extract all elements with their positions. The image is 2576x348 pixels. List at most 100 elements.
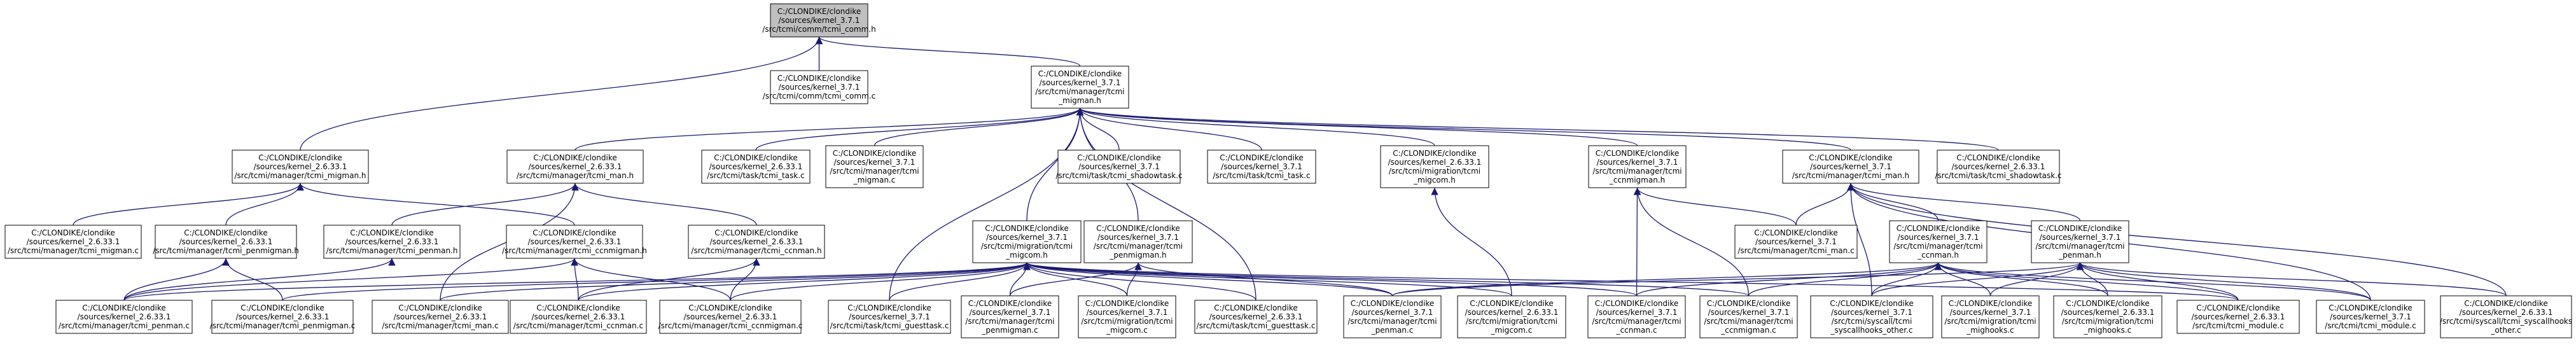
node-penman_h_2633[interactable]: C:/CLONDIKE/clondike/sources/kernel_2.6.… (323, 225, 461, 259)
node-label-line: _penmigman.c (981, 326, 1038, 335)
edge-ccnmigman_c_2633-to-migcom_h_371 (730, 262, 1031, 301)
node-migman_h_2633[interactable]: C:/CLONDIKE/clondike/sources/kernel_2.6.… (232, 150, 369, 184)
node-task_c_2633[interactable]: C:/CLONDIKE/clondike/sources/kernel_2.6.… (701, 150, 811, 184)
node-migcom_c_2633[interactable]: C:/CLONDIKE/clondike/sources/kernel_2.6.… (1457, 295, 1566, 338)
node-label-line: /sources/kernel_2.6.33.1 (2192, 312, 2285, 321)
edge-penman_c_371-to-penmigman_h_371 (1134, 262, 1393, 296)
node-label-line: _syscallhooks_other.c (1830, 326, 1913, 335)
node-label-line: /sources/kernel_3.7.1 (779, 16, 860, 25)
edge-module_c_2633-to-ccnman_h_371 (1934, 262, 2239, 301)
node-label-line: /sources/kernel_3.7.1 (2330, 312, 2411, 321)
node-label-line: C:/CLONDIKE/clondike (1595, 299, 1679, 308)
edge-penman_h_371-to-man_h_371 (1847, 183, 2081, 221)
node-migcom_c_371[interactable]: C:/CLONDIKE/clondike/sources/kernel_3.7.… (1078, 295, 1176, 338)
node-box (1810, 295, 1933, 338)
node-label-line: /sources/kernel_3.7.1 (1950, 308, 2031, 317)
node-migman_c_2633[interactable]: C:/CLONDIKE/clondike/sources/kernel_2.6.… (4, 225, 142, 259)
nodes-layer: C:/CLONDIKE/clondike/sources/kernel_3.7.… (4, 3, 2572, 338)
edge-syscallhooks_other_c_2633-to-man_h_371 (1847, 183, 2507, 296)
node-label-line: /sources/kernel_2.6.33.1 (684, 312, 777, 321)
node-label-line: C:/CLONDIKE/clondike (777, 74, 861, 83)
node-guesttask_c_371[interactable]: C:/CLONDIKE/clondike/sources/kernel_3.7.… (828, 300, 951, 334)
node-module_c_371[interactable]: C:/CLONDIKE/clondike/sources/kernel_3.7.… (2316, 300, 2425, 334)
node-label-line: /sources/kernel_3.7.1 (1755, 237, 1837, 246)
node-label-line: _migman.h (1058, 96, 1101, 105)
edge-ccnman_h_2633-to-man_h_2633 (571, 183, 757, 226)
node-box (2031, 220, 2129, 263)
node-label-line: /sources/kernel_3.7.1 (1221, 162, 1302, 171)
node-migcom_h_371[interactable]: C:/CLONDIKE/clondike/sources/kernel_3.7.… (972, 220, 1082, 263)
node-label-line: C:/CLONDIKE/clondike (688, 303, 772, 312)
edge-guesttask_c_2633-to-migman_h_371 (1076, 108, 1257, 301)
node-mighooks_c_2633[interactable]: C:/CLONDIKE/clondike/sources/kernel_2.6.… (2053, 295, 2162, 338)
node-label-line: _ccnman.h (1917, 251, 1959, 260)
node-ccnman_c_2633[interactable]: C:/CLONDIKE/clondike/sources/kernel_2.6.… (510, 300, 647, 334)
node-label-line: C:/CLONDIKE/clondike (31, 228, 115, 237)
node-syscallhooks_other_c_371[interactable]: C:/CLONDIKE/clondike/sources/kernel_3.7.… (1810, 295, 1933, 338)
node-box (1031, 66, 1129, 109)
node-guesttask_c_2633[interactable]: C:/CLONDIKE/clondike/sources/kernel_2.6.… (1194, 300, 1318, 334)
node-penman_h_371[interactable]: C:/CLONDIKE/clondike/sources/kernel_3.7.… (2031, 220, 2129, 263)
node-migman_h_371[interactable]: C:/CLONDIKE/clondike/sources/kernel_3.7.… (1031, 66, 1129, 109)
node-label-line: /sources/kernel_2.6.33.1 (710, 237, 804, 246)
node-shadowtask_c_2633[interactable]: C:/CLONDIKE/clondike/sources/kernel_2.6.… (1935, 150, 2062, 184)
node-label-line: /sources/kernel_2.6.33.1 (532, 312, 625, 321)
node-label-line: /sources/kernel_3.7.1 (1898, 233, 1979, 242)
node-ccnmigman_c_371[interactable]: C:/CLONDIKE/clondike/sources/kernel_3.7.… (1699, 295, 1798, 338)
node-label-line: C:/CLONDIKE/clondike (533, 228, 616, 237)
node-label-line: C:/CLONDIKE/clondike (1214, 303, 1298, 312)
node-penmigman_h_2633[interactable]: C:/CLONDIKE/clondike/sources/kernel_2.6.… (153, 225, 299, 259)
node-label-line: _penmigman.h (1109, 251, 1166, 260)
node-box (1937, 150, 2060, 184)
node-ccnman_h_2633[interactable]: C:/CLONDIKE/clondike/sources/kernel_2.6.… (688, 225, 825, 259)
node-label-line: /src/tcmi/manager/tcmi_man.c (382, 321, 498, 330)
node-label-line: C:/CLONDIKE/clondike (1393, 149, 1477, 158)
edge-task_c_371-to-migman_h_371 (1076, 108, 1262, 151)
node-penmigman_c_371[interactable]: C:/CLONDIKE/clondike/sources/kernel_3.7.… (961, 295, 1059, 338)
node-label-line: C:/CLONDIKE/clondike (1596, 149, 1680, 158)
edge-module_c_371-to-penman_h_371 (2076, 262, 2371, 301)
node-label-line: /sources/kernel_3.7.1 (1831, 308, 1912, 317)
node-ccnmigman_h_371[interactable]: C:/CLONDIKE/clondike/sources/kernel_3.7.… (1588, 145, 1687, 188)
node-box (211, 300, 354, 334)
node-label-line: /src/tcmi/manager/tcmi (830, 167, 919, 176)
node-ccnmigman_h_2633[interactable]: C:/CLONDIKE/clondike/sources/kernel_2.6.… (502, 225, 647, 259)
node-box (1343, 295, 1442, 338)
node-label-line: C:/CLONDIKE/clondike (1470, 299, 1554, 308)
node-ccnman_c_371[interactable]: C:/CLONDIKE/clondike/sources/kernel_3.7.… (1587, 295, 1686, 338)
node-penman_c_2633[interactable]: C:/CLONDIKE/clondike/sources/kernel_2.6.… (55, 300, 193, 334)
node-label-line: C:/CLONDIKE/clondike (1220, 153, 1304, 162)
node-mighooks_c_371[interactable]: C:/CLONDIKE/clondike/sources/kernel_3.7.… (1941, 295, 2040, 338)
node-ccnman_h_371[interactable]: C:/CLONDIKE/clondike/sources/kernel_3.7.… (1889, 220, 1988, 263)
node-penman_c_371[interactable]: C:/CLONDIKE/clondike/sources/kernel_3.7.… (1343, 295, 1442, 338)
node-label-line: _ccnman.c (1616, 326, 1657, 335)
node-man_h_2633[interactable]: C:/CLONDIKE/clondike/sources/kernel_2.6.… (506, 150, 644, 184)
node-label-line: /src/tcmi/manager/tcmi_migman.h (235, 171, 366, 180)
node-label-line: /sources/kernel_3.7.1 (1597, 158, 1678, 167)
edge-module_c_2633-to-penman_h_371 (2076, 262, 2239, 301)
node-box (323, 225, 461, 259)
node-label-line: C:/CLONDIKE/clondike (714, 228, 798, 237)
node-man_h_371[interactable]: C:/CLONDIKE/clondike/sources/kernel_3.7.… (1782, 150, 1919, 184)
node-label-line: /src/tcmi/comm/tcmi_comm.c (763, 92, 875, 101)
edge-penman_c_2633-to-migcom_h_371 (123, 262, 1031, 301)
node-box (1457, 295, 1566, 338)
node-migman_c_371[interactable]: C:/CLONDIKE/clondike/sources/kernel_3.7.… (825, 145, 924, 188)
node-migcom_h_2633[interactable]: C:/CLONDIKE/clondike/sources/kernel_2.6.… (1380, 145, 1489, 188)
node-syscallhooks_other_c_2633[interactable]: C:/CLONDIKE/clondike/sources/kernel_2.6.… (2440, 295, 2572, 338)
node-man_c_371[interactable]: C:/CLONDIKE/clondike/sources/kernel_3.7.… (1734, 225, 1858, 259)
edge-penman_c_2633-to-ccnmigman_h_2633 (123, 258, 578, 301)
node-shadowtask_c_371[interactable]: C:/CLONDIKE/clondike/sources/kernel_3.7.… (1055, 150, 1183, 184)
node-box (1889, 220, 1988, 263)
node-label-line: /src/tcmi/manager/tcmi (1094, 242, 1183, 251)
node-comm_c[interactable]: C:/CLONDIKE/clondike/sources/kernel_3.7.… (763, 70, 875, 104)
node-label-line: C:/CLONDIKE/clondike (833, 149, 917, 158)
node-ccnmigman_c_2633[interactable]: C:/CLONDIKE/clondike/sources/kernel_2.6.… (658, 300, 803, 334)
node-penmigman_c_2633[interactable]: C:/CLONDIKE/clondike/sources/kernel_2.6.… (210, 300, 356, 334)
node-man_c_2633[interactable]: C:/CLONDIKE/clondike/sources/kernel_2.6.… (372, 300, 509, 334)
node-penmigman_h_371[interactable]: C:/CLONDIKE/clondike/sources/kernel_3.7.… (1083, 220, 1193, 263)
node-task_c_371[interactable]: C:/CLONDIKE/clondike/sources/kernel_3.7.… (1207, 150, 1316, 184)
node-label-line: /sources/kernel_3.7.1 (849, 312, 930, 321)
node-label-line: /sources/kernel_2.6.33.1 (1465, 308, 1559, 317)
node-module_c_2633[interactable]: C:/CLONDIKE/clondike/sources/kernel_2.6.… (2176, 300, 2300, 334)
